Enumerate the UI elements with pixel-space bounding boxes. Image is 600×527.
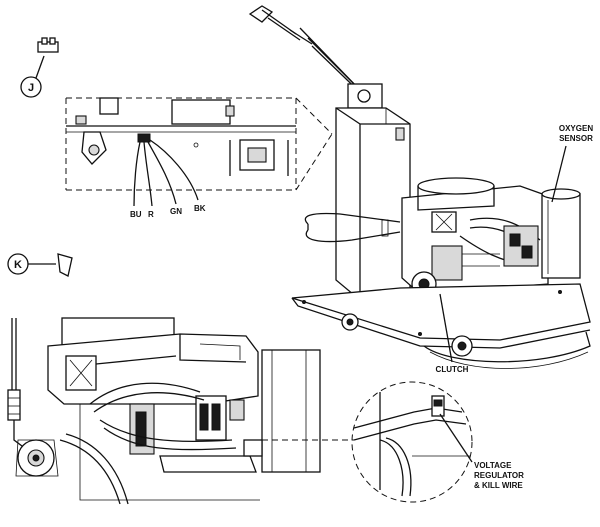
connector-j-icon [37, 37, 59, 53]
wire-label-bu: BU [130, 210, 142, 219]
oxygen-sensor-label-line2: SENSOR [559, 134, 593, 143]
wire-label-r: R [148, 210, 154, 219]
callout-j-letter: J [28, 82, 34, 94]
voltage-regulator-label-line3: & KILL WIRE [474, 481, 523, 490]
clip-k-icon [57, 253, 73, 277]
wire-label-bk: BK [194, 204, 206, 213]
callout-j: J [20, 55, 45, 98]
wire-label-gn: GN [170, 207, 182, 216]
clutch-label: CLUTCH [436, 365, 469, 374]
callout-k-letter: K [14, 259, 22, 271]
callout-k: K [7, 253, 56, 275]
voltage-regulator-detail [351, 381, 473, 503]
engine-side-view [7, 317, 321, 505]
voltage-regulator-label-line2: REGULATOR [474, 471, 524, 480]
clutch-leader [439, 293, 453, 363]
detail-inset [65, 97, 333, 207]
oxygen-sensor-label-line1: OXYGEN [559, 124, 593, 133]
main-machine [248, 5, 591, 369]
voltage-regulator-leader [439, 413, 473, 463]
voltage-regulator-label-line1: VOLTAGE [474, 461, 512, 470]
oxygen-sensor-leader [551, 145, 567, 203]
